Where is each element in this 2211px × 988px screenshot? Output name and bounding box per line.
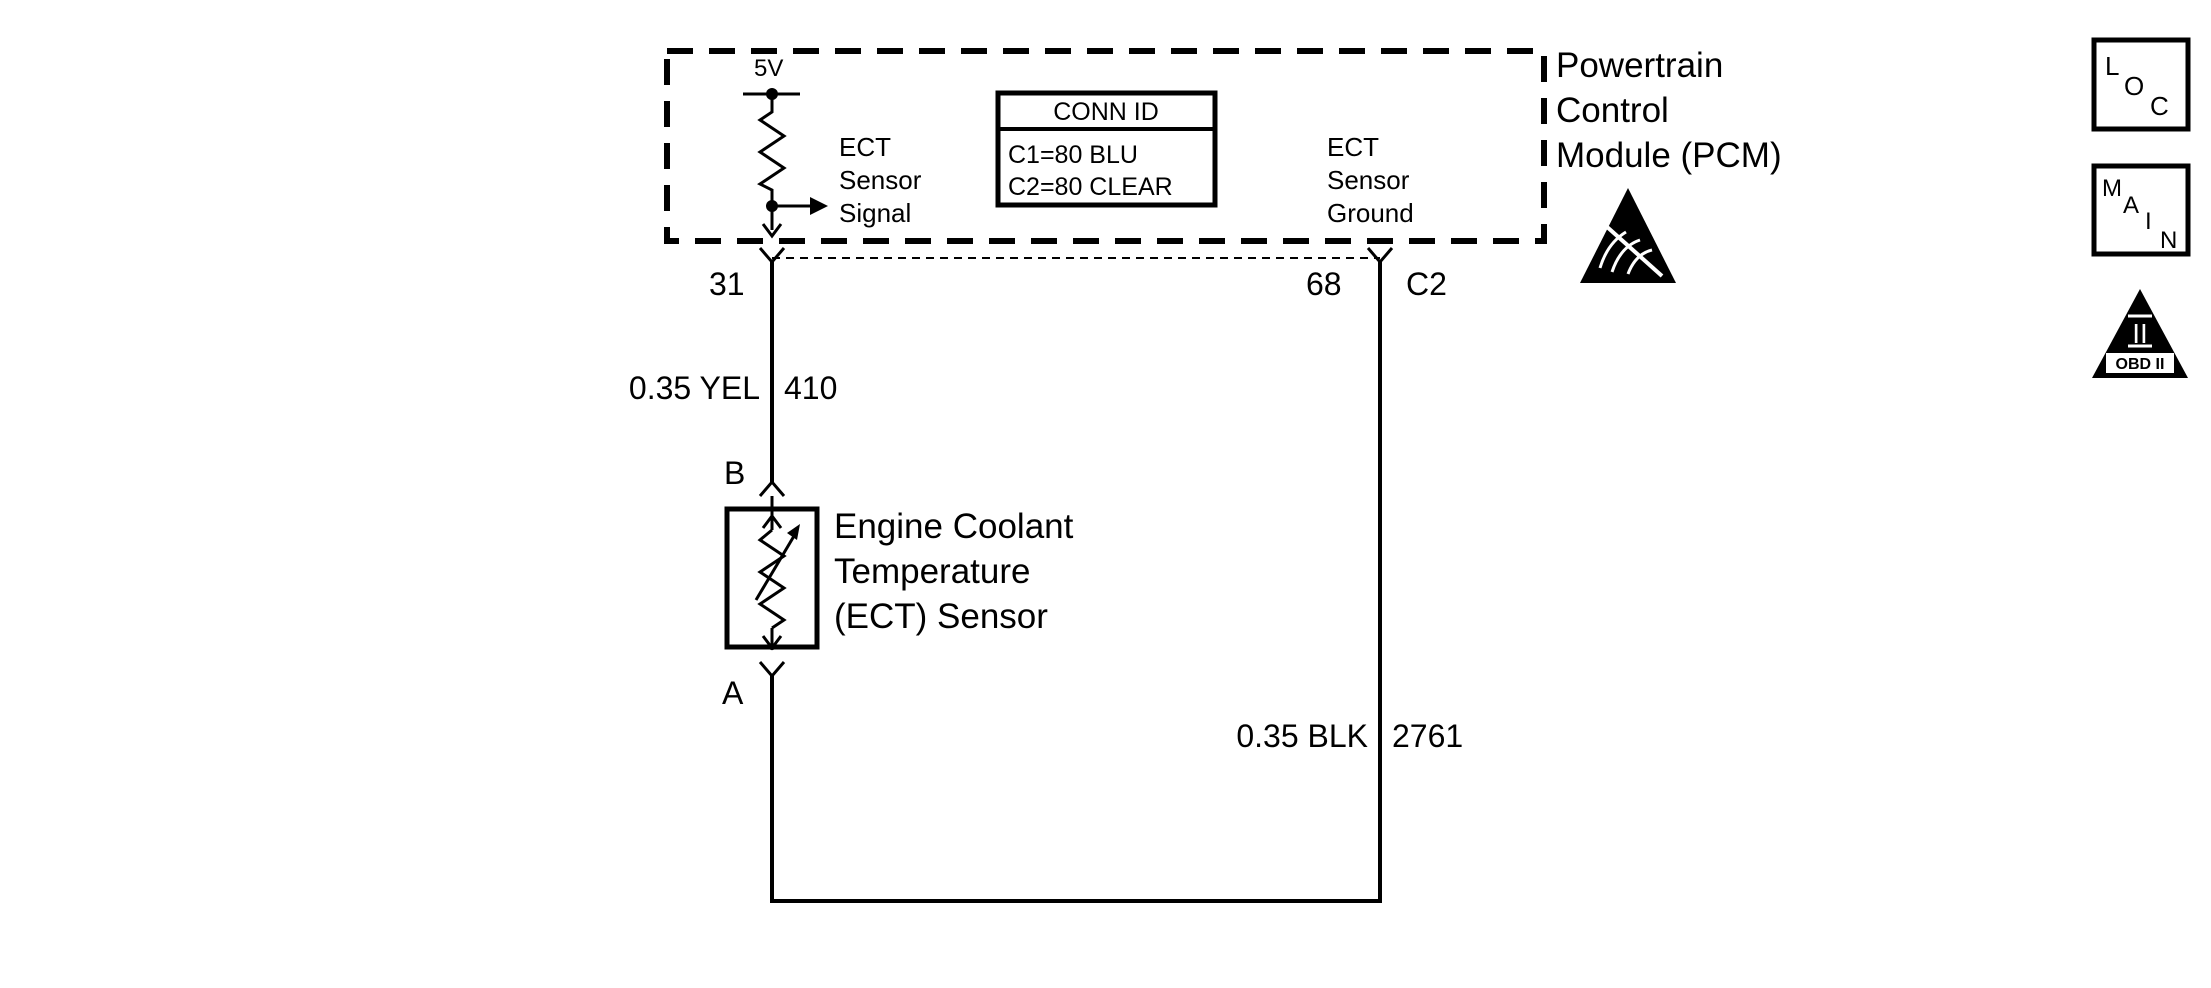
connector-id-c2: C2=80 CLEAR [1008,173,1173,201]
svg-text:N: N [2160,227,2177,254]
esd-warning-icon [1580,188,1676,283]
pin-31-label: 31 [709,266,745,302]
connector-c2-label: C2 [1406,266,1447,302]
main-icon[interactable]: M A I N [2091,163,2191,257]
pcm-title: Powertrain Control Module (PCM) [1556,46,1782,175]
pcm-title-line-3: Module (PCM) [1556,136,1782,175]
sensor-terminal-b-symbol [758,479,786,497]
sensor-top-arrow [761,513,783,529]
supply-voltage-label: 5V [754,55,783,82]
pin-68-label: 68 [1306,266,1342,302]
connector-id-c1: C1=80 BLU [1008,141,1138,169]
obd-ii-symbol: II [2132,318,2148,349]
signal-wire-circuit-number: 410 [784,370,837,406]
sensor-terminal-a-symbol [758,661,786,679]
ect-sensor-ground-label: ECT Sensor Ground [1327,132,1417,228]
ect-sensor-signal-label: ECT Sensor Signal [839,132,929,228]
pcm-title-line-1: Powertrain [1556,46,1723,85]
pin-68-connector-symbol [1366,247,1394,265]
signal-wire-gauge-color: 0.35 YEL [629,370,760,406]
sensor-terminal-b-label: B [724,455,745,491]
sensor-bottom-arrow [761,635,783,651]
signal-down-arrow [761,223,783,239]
connector-id-header: CONN ID [1053,98,1159,126]
svg-text:L: L [2105,51,2119,81]
thermistor-variable-arrowhead [787,524,800,540]
obd-ii-text: OBD II [2116,356,2165,373]
signal-arrow-head [810,197,828,215]
connector-id-box [995,90,1218,208]
thermistor-symbol [757,528,787,630]
pcm-title-line-2: Control [1556,91,1669,130]
svg-text:C: C [2150,91,2169,121]
pcm-boundary [664,48,1547,244]
sensor-terminal-a-label: A [722,675,744,711]
loc-icon[interactable]: L O C [2091,37,2191,132]
ect-sensor-name: Engine Coolant Temperature (ECT) Sensor [834,507,1083,636]
pull-up-resistor-symbol [757,94,787,206]
svg-text:O: O [2124,71,2144,101]
pin-31-connector-symbol [758,247,786,265]
ground-wire-gauge-color: 0.35 BLK [1236,718,1368,754]
ground-wire-circuit-number: 2761 [1392,718,1463,754]
obd-ii-icon[interactable]: II OBD II [2092,289,2188,378]
thermistor-variable-arrow [754,535,796,601]
svg-text:A: A [2123,192,2139,219]
svg-text:I: I [2145,208,2152,235]
svg-text:M: M [2102,175,2122,202]
